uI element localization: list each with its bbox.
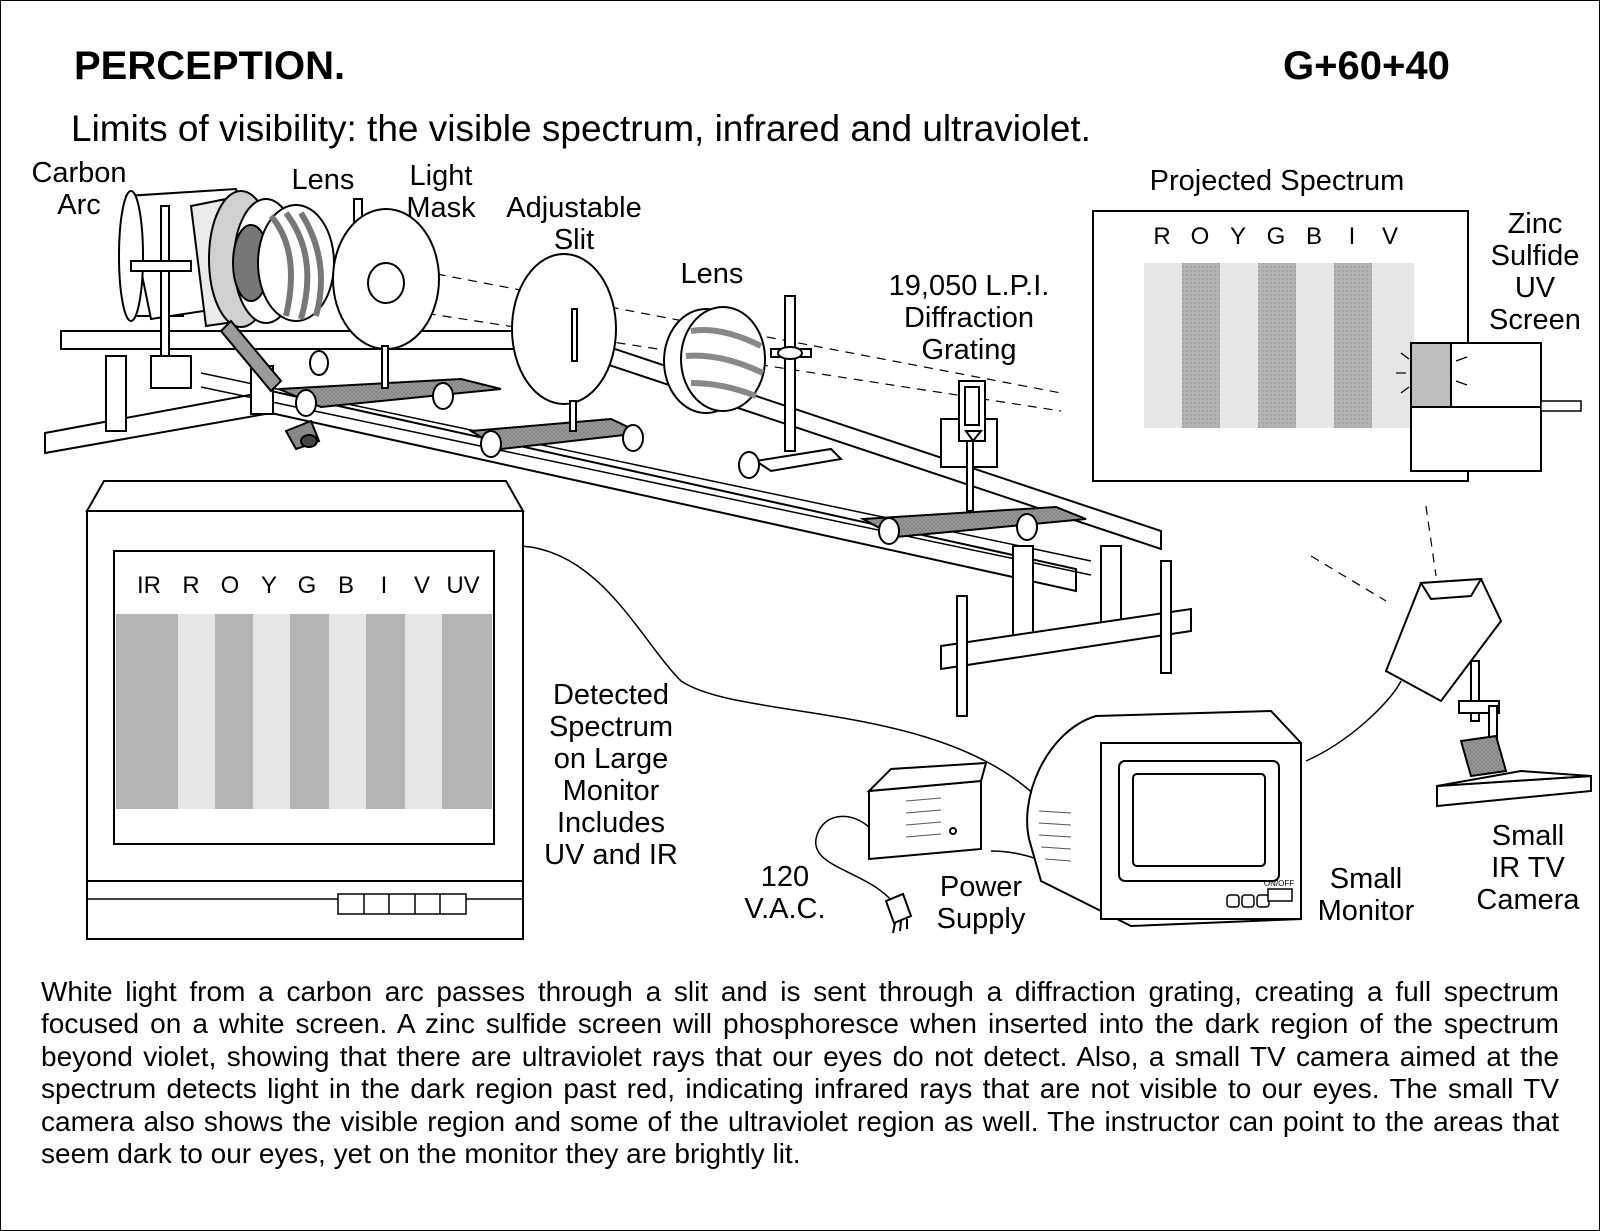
label-power-supply: Power (940, 871, 1023, 903)
monitor-letter: B (338, 572, 354, 599)
label-120-vac: V.A.C. (744, 893, 825, 925)
small-monitor: ON/OFF (1026, 709, 1302, 928)
label-detected-spectrum: Monitor (563, 775, 660, 807)
label-diffraction-grating: 19,050 L.P.I. (889, 270, 1050, 302)
label-lens-2: Lens (681, 258, 744, 290)
label-diffraction-grating: Grating (921, 334, 1016, 366)
figure-title: PERCEPTION. (74, 44, 345, 88)
monitor-letter: UV (446, 572, 479, 599)
monitor-letter: Y (261, 572, 277, 599)
label-zinc-sulfide-screen: UV (1515, 272, 1556, 304)
monitor-letter: O (221, 572, 240, 599)
label-detected-spectrum: Spectrum (549, 711, 673, 743)
label-detected-spectrum: Includes (557, 807, 665, 839)
carbon-arc-lamp (118, 187, 335, 451)
label-small-monitor: Small (1330, 863, 1403, 895)
projected-letter: O (1191, 223, 1210, 250)
projected-letter: I (1349, 223, 1356, 250)
label-detected-spectrum: Detected (553, 679, 669, 711)
figure-caption: White light from a carbon arc passes thr… (41, 976, 1559, 1170)
adjustable-slit (511, 253, 617, 432)
on-off-label: ON/OFF (1264, 879, 1294, 888)
label-lens-1: Lens (292, 164, 355, 196)
lens-2 (663, 295, 812, 452)
small-ir-camera (1384, 577, 1592, 808)
carriage-knobs (295, 350, 1038, 545)
label-light-mask: Mask (406, 192, 476, 224)
label-detected-spectrum: on Large (554, 743, 669, 775)
projected-letter: V (1382, 223, 1398, 250)
label-zinc-sulfide-screen: Screen (1489, 304, 1581, 336)
diffraction-grating (940, 380, 998, 512)
label-small-monitor: Monitor (1318, 895, 1415, 927)
label-diffraction-grating: Diffraction (904, 302, 1034, 334)
label-adjustable-slit: Adjustable (506, 192, 641, 224)
monitor-letter: V (414, 572, 430, 599)
projected-spectrum-screen: R O Y G B I V (1092, 210, 1469, 482)
monitor-letter: G (298, 572, 317, 599)
monitor-letter: R (182, 572, 199, 599)
monitor-letter: IR (137, 572, 161, 599)
label-projected-spectrum: Projected Spectrum (1150, 165, 1405, 197)
label-power-supply: Supply (937, 903, 1026, 935)
label-zinc-sulfide-screen: Sulfide (1491, 240, 1580, 272)
label-carbon-arc: Carbon (31, 157, 126, 189)
label-small-ir-camera: Camera (1476, 884, 1580, 916)
projected-letter: R (1153, 223, 1170, 250)
power-supply (866, 761, 988, 934)
label-small-ir-camera: IR TV (1491, 852, 1565, 884)
label-zinc-sulfide-screen: Zinc (1508, 208, 1563, 240)
large-monitor: IR R O Y G B I V UV (85, 480, 525, 940)
light-mask (332, 198, 440, 389)
projected-letter: Y (1230, 223, 1246, 250)
label-detected-spectrum: UV and IR (544, 839, 678, 871)
label-carbon-arc: Arc (57, 189, 101, 221)
projected-letter: G (1267, 223, 1286, 250)
callout-labels: Carbon Arc Lens Light Mask Adjustable Sl… (31, 157, 1581, 935)
label-light-mask: Light (410, 160, 473, 192)
label-adjustable-slit: Slit (554, 224, 594, 256)
figure-subtitle: Limits of visibility: the visible spectr… (71, 108, 1091, 149)
monitor-letter: I (381, 572, 388, 599)
zinc-sulfide-screen (1396, 342, 1582, 472)
figure-code: G+60+40 (1283, 44, 1450, 88)
projected-letter: B (1306, 223, 1322, 250)
camera-sightlines (1310, 505, 1437, 602)
label-120-vac: 120 (761, 861, 809, 893)
label-small-ir-camera: Small (1492, 820, 1565, 852)
